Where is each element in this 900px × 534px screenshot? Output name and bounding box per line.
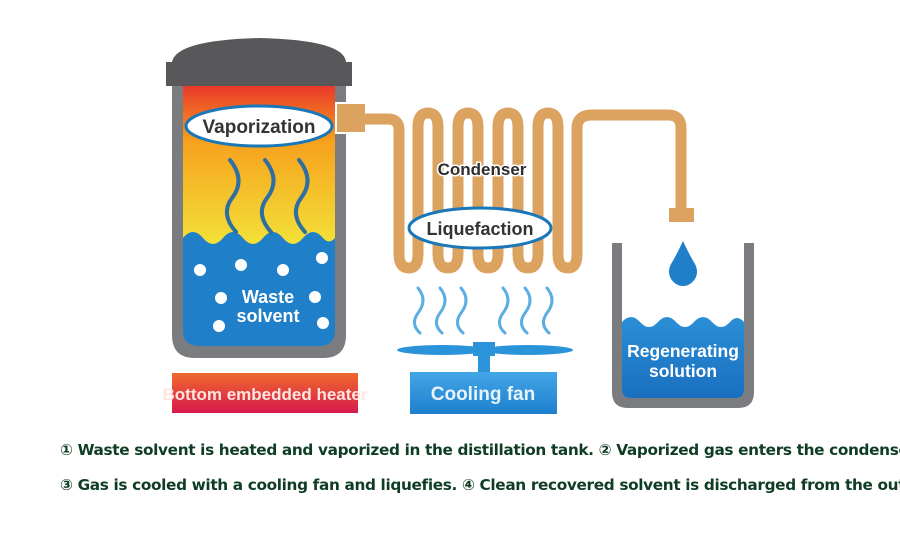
condenser-label: Condenser — [438, 160, 527, 179]
caption-step-3: ③ Gas is cooled with a cooling fan and l… — [60, 476, 457, 494]
caption-line-1: ① Waste solvent is heated and vaporized … — [60, 441, 900, 459]
distillation-diagram: Vaporization Waste solvent Bottom embedd… — [163, 38, 754, 414]
distillation-tank: Vaporization Waste solvent — [166, 38, 352, 358]
waste-solvent-label-2: solvent — [236, 306, 299, 326]
regenerating-label-1: Regenerating — [627, 341, 739, 361]
bubbles — [194, 252, 329, 332]
cooling-fan: Cooling fan — [397, 286, 573, 414]
cooling-fan-label: Cooling fan — [431, 384, 535, 405]
caption-line-2: ③ Gas is cooled with a cooling fan and l… — [60, 476, 900, 494]
liquefaction-label: Liquefaction — [427, 219, 534, 239]
regenerating-solution-liquid — [622, 317, 744, 398]
liquefaction-badge: Liquefaction — [407, 206, 553, 250]
airflow-swirls — [413, 286, 554, 335]
caption-step-4: ④ Clean recovered solvent is discharged … — [461, 476, 900, 494]
vapor-swirls — [224, 158, 310, 234]
coil-pipe — [362, 107, 687, 274]
tank-outlet-block — [335, 102, 367, 134]
vaporization-label: Vaporization — [203, 117, 316, 138]
vaporization-badge: Vaporization — [184, 104, 334, 148]
caption-step-2: ② Vaporized gas enters the condenser. — [598, 441, 900, 459]
condenser-coil: Condenser Liquefaction — [335, 102, 694, 274]
bottom-heater: Bottom embedded heater — [163, 373, 368, 413]
droplet-icon — [669, 241, 697, 286]
regenerating-label-2: solution — [649, 361, 717, 381]
waste-solvent-label-1: Waste — [242, 287, 294, 307]
heater-label: Bottom embedded heater — [163, 385, 368, 404]
waste-solvent-liquid — [183, 232, 335, 346]
discharge-outlet — [669, 208, 694, 222]
cooling-fan-box — [410, 372, 557, 414]
tank-lid — [166, 38, 352, 86]
caption-step-1: ① Waste solvent is heated and vaporized … — [60, 441, 594, 459]
recovery-container: Regenerating solution — [612, 241, 754, 408]
fan-icon — [397, 342, 573, 373]
